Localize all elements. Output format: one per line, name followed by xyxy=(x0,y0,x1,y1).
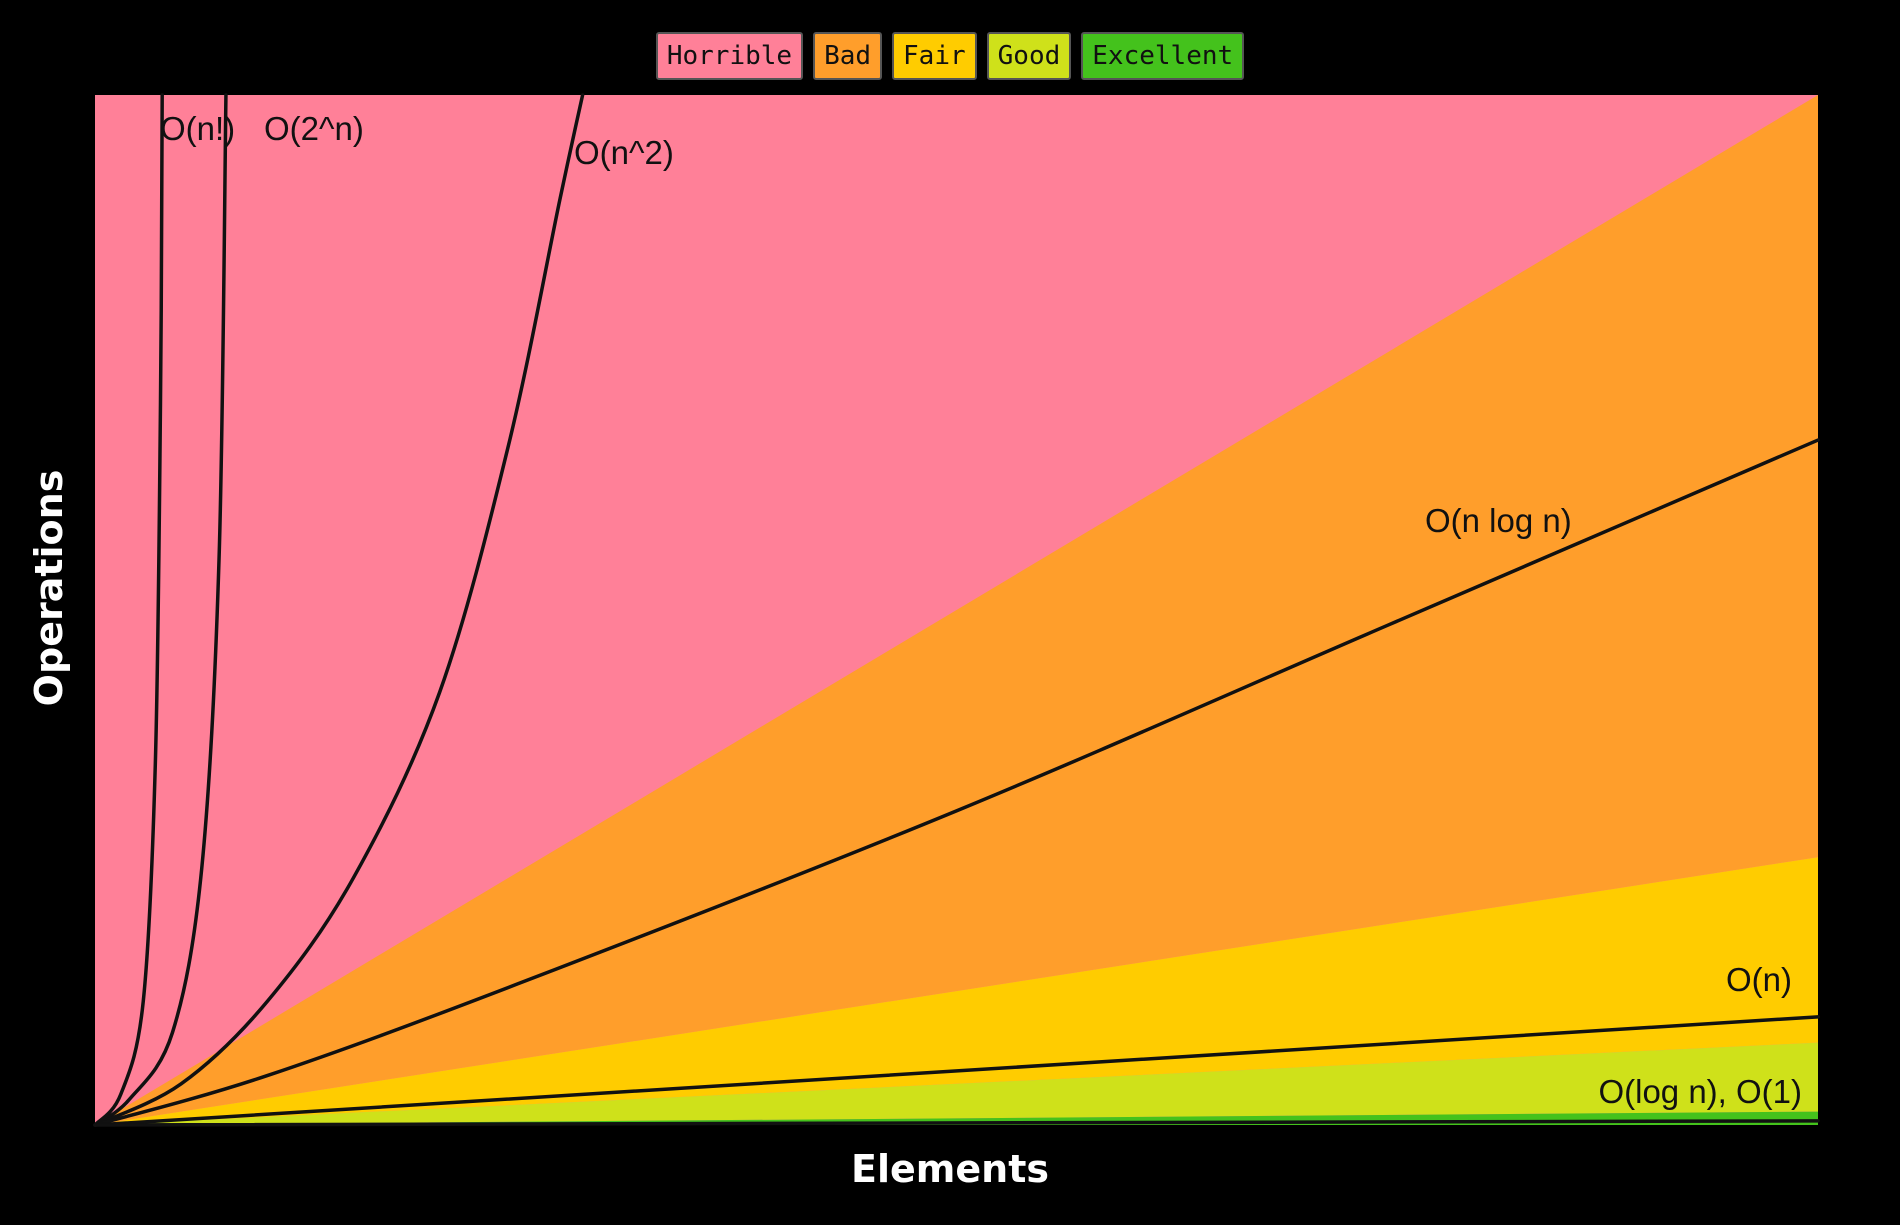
legend-item-good: Good xyxy=(986,32,1072,80)
curve-label-quadratic: O(n^2) xyxy=(574,134,674,171)
curve-label-linear: O(n) xyxy=(1726,961,1792,998)
curve-linearithmic xyxy=(93,438,1820,1127)
band-bad xyxy=(95,95,1818,1125)
curve-log-constant xyxy=(93,1119,1820,1127)
y-axis-title: Operations xyxy=(27,470,71,707)
curve-label-linearithmic: O(n log n) xyxy=(1425,502,1572,539)
legend-item-bad: Bad xyxy=(813,32,883,80)
curve-label-factorial: O(n!) xyxy=(160,110,235,147)
legend-item-fair: Fair xyxy=(892,32,977,80)
complexity-bands xyxy=(95,95,1818,1125)
band-good xyxy=(95,1042,1818,1125)
x-axis-title: Elements xyxy=(851,1147,1049,1191)
curve-factorial xyxy=(93,93,164,1127)
curve-exponential xyxy=(93,93,228,1127)
legend-item-horrible: Horrible xyxy=(655,32,804,80)
curve-labels: O(n!) O(2^n) O(n^2) O(n log n) O(n) O(lo… xyxy=(160,110,1802,1110)
curve-quadratic xyxy=(93,93,585,1127)
curve-linear xyxy=(93,1015,1820,1127)
band-fair xyxy=(95,857,1818,1125)
complexity-curves xyxy=(93,93,1820,1127)
chart-legend: Horrible Bad Fair Good Excellent xyxy=(0,32,1900,80)
curve-label-log-constant: O(log n), O(1) xyxy=(1598,1073,1802,1110)
curve-label-exponential: O(2^n) xyxy=(264,110,364,147)
legend-item-excellent: Excellent xyxy=(1081,32,1245,80)
